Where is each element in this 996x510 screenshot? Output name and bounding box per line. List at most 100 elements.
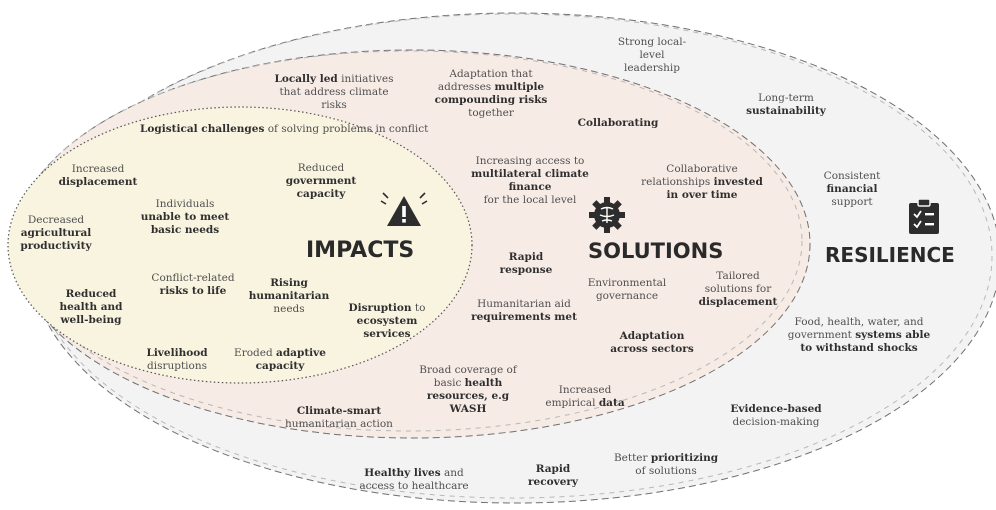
impact-logistical-bold: Logistical challenges	[140, 123, 265, 135]
resilience-local-leadership: Strong local-level leadership	[612, 36, 692, 75]
impact-livelihood-disruptions: Livelihood disruptions	[140, 347, 214, 373]
solution-coverage-pre: Broad coverage of basic	[419, 364, 517, 389]
solution-empirical-pre: Increased empirical	[545, 384, 612, 409]
solution-locally-rest: initiatives that address climate risks	[279, 73, 394, 111]
resilience-financial-pre: Consistent	[823, 170, 881, 182]
impact-humanitarian-post: needs	[273, 303, 305, 315]
impact-health-bold: Reduced health and well-being	[59, 288, 123, 326]
solution-empirical-data: Increased empirical data	[540, 384, 630, 410]
resilience-sustain-bold: sustainability	[746, 105, 826, 117]
solution-tailored-pre: Tailored solutions for	[704, 270, 772, 295]
impact-risks-pre: Conflict-related	[151, 272, 235, 284]
impact-adaptive-bold2: capacity	[255, 360, 305, 372]
solution-climate-smart: Climate-smart humanitarian action	[278, 405, 400, 431]
solution-rapid-bold: Rapid response	[499, 251, 553, 276]
impact-ecosystem-disruption: Disruption to ecosystem services	[344, 302, 430, 341]
resilience-prioritizing-post: of solutions	[635, 465, 697, 477]
impact-gov-bold: government capacity	[285, 175, 357, 200]
impact-adaptive-bold: adaptive	[276, 347, 326, 359]
impact-increased-displacement: Increased displacement	[56, 163, 140, 189]
impact-livelihood-bold: Livelihood	[146, 347, 208, 359]
impact-government-capacity: Reduced government capacity	[283, 162, 359, 201]
resilience-healthy-bold: Healthy lives	[364, 467, 441, 479]
solution-climate-smart-bold: Climate-smart	[296, 405, 382, 417]
impact-livelihood-post: disruptions	[146, 360, 208, 372]
solution-empirical-bold: data	[598, 397, 625, 409]
solution-adaptation-sectors: Adaptation across sectors	[604, 330, 700, 356]
impact-risks-bold2: life	[207, 285, 227, 297]
solution-locally-led: Locally led initiatives that address cli…	[272, 73, 396, 112]
resilience-evidence-based: Evidence-based decision-making	[720, 403, 832, 429]
resilience-sustain-pre: Long-term	[758, 92, 814, 104]
resilience-healthy-lives: Healthy lives and access to healthcare	[352, 467, 476, 493]
impact-rising-humanitarian: Rising humanitarian needs	[244, 277, 334, 316]
impact-displacement-pre: Increased	[71, 163, 125, 175]
impact-reduced-health: Reduced health and well-being	[56, 288, 126, 327]
resilience-evidence-bold: Evidence-based	[730, 403, 822, 415]
solution-rapid-response: Rapid response	[496, 251, 556, 277]
solution-adaptation-bold: Adaptation across sectors	[610, 330, 694, 355]
solution-coverage-bold: health resources, e.g WASH	[426, 377, 510, 415]
solution-multiple-pre: Adaptation that addresses	[437, 68, 533, 93]
resilience-title: RESILIENCE	[825, 243, 955, 267]
impact-risks-to-life: Conflict-related risks to life	[150, 272, 236, 298]
solution-finance-post: for the local level	[483, 194, 577, 206]
solution-multiple-post: together	[468, 107, 514, 119]
resilience-evidence-post: decision-making	[732, 416, 820, 428]
resilience-systems-bold: systems able to withstand shocks	[800, 329, 931, 354]
impact-unable-bold: unable to meet basic needs	[140, 211, 230, 236]
solution-env-governance: Environmental governance	[580, 277, 674, 303]
warning-icon	[380, 192, 428, 226]
impact-displacement-bold: displacement	[58, 176, 138, 188]
impact-gov-pre: Reduced	[297, 162, 345, 174]
solution-env-pre: Environmental governance	[587, 277, 667, 302]
solution-relationships-pre: Collaborative relationships	[641, 163, 738, 188]
solution-collaborating: Collaborating	[570, 117, 666, 130]
solution-collaborating-bold: Collaborating	[577, 117, 659, 129]
resilience-financial-post: support	[831, 196, 873, 208]
solution-tailored-displacement: Tailored solutions for displacement	[694, 270, 782, 309]
solution-locally-bold: Locally led	[274, 73, 338, 85]
resilience-local-pre: Strong local-level leadership	[617, 36, 687, 74]
solution-collaborative-relationships: Collaborative relationships invested in …	[634, 163, 770, 202]
impact-unable-basic-needs: Individuals unable to meet basic needs	[135, 198, 235, 237]
brain-gear-icon	[589, 197, 625, 233]
solution-climate-finance: Increasing access to multilateral climat…	[470, 155, 590, 207]
resilience-sustainability: Long-term sustainability	[738, 92, 834, 118]
impact-unable-pre: Individuals	[155, 198, 215, 210]
impact-ecosystem-rest: to	[411, 302, 426, 314]
impact-agricultural-productivity: Decreased agricultural productivity	[16, 214, 96, 253]
impact-logistical-rest: of solving problems in conflict	[264, 123, 429, 135]
solutions-title: SOLUTIONS	[588, 239, 724, 263]
impact-ecosystem-bold: Disruption	[348, 302, 412, 314]
solution-finance-bold: multilateral climate finance	[471, 168, 589, 193]
solution-finance-pre: Increasing access to	[475, 155, 585, 167]
resilience-prioritizing-bold: prioritizing	[650, 452, 719, 464]
impact-agri-pre: Decreased	[27, 214, 85, 226]
solution-aid-pre: Humanitarian aid	[477, 298, 571, 310]
solution-aid-requirements: Humanitarian aid requirements met	[466, 298, 582, 324]
resilience-financial-bold: financial	[826, 183, 878, 195]
resilience-recovery-bold: Rapid recovery	[527, 463, 579, 488]
solution-broad-coverage: Broad coverage of basic health resources…	[412, 364, 524, 416]
resilience-systems-pre: Food, health, water, and government	[787, 316, 924, 341]
impact-ecosystem-bold2: ecosystem services	[356, 315, 418, 340]
clipboard-checklist-icon	[909, 198, 939, 234]
solution-tailored-bold: displacement	[698, 296, 778, 308]
resilience-financial-support: Consistent financial support	[812, 170, 892, 209]
solution-multiple-risks: Adaptation that addresses multiple compo…	[432, 68, 550, 120]
resilience-prioritizing-pre: Better	[613, 452, 651, 464]
impact-adaptive-pre: Eroded	[234, 347, 277, 359]
impact-humanitarian-bold: Rising humanitarian	[248, 277, 330, 302]
resilience-systems-shocks: Food, health, water, and government syst…	[786, 316, 932, 355]
resilience-rapid-recovery: Rapid recovery	[520, 463, 586, 489]
solution-climate-smart-post: humanitarian action	[285, 418, 393, 430]
impact-logistical-challenges: Logistical challenges of solving problem…	[140, 123, 428, 136]
impacts-title: IMPACTS	[306, 238, 415, 263]
impact-risks-bold: risks to	[159, 285, 204, 297]
solution-relationships-bold: invested in over time	[666, 176, 763, 201]
solution-aid-bold: requirements met	[471, 311, 577, 323]
solution-multiple-bold: multiple compounding risks	[434, 81, 548, 106]
impact-agri-bold: agricultural productivity	[20, 227, 92, 252]
